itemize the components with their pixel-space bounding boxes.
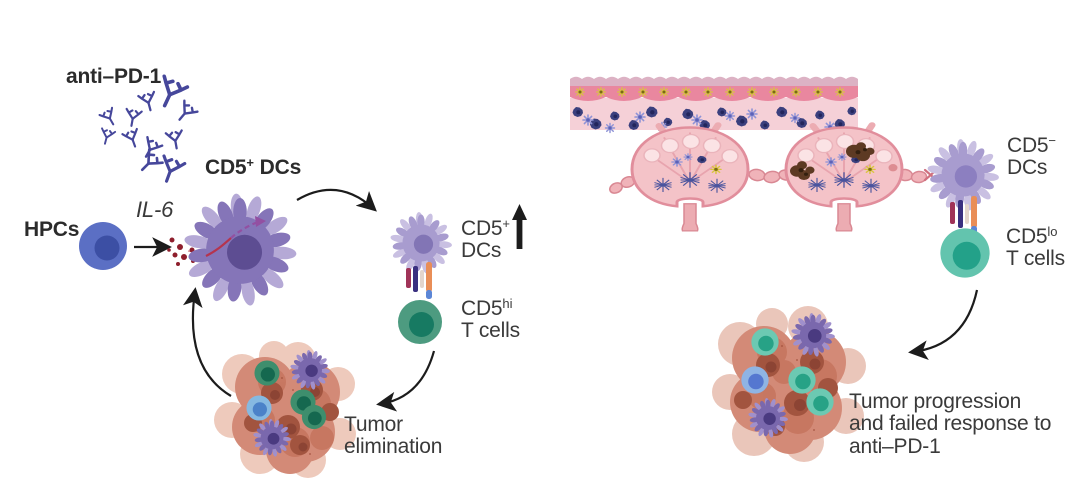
arrow-dc-to-pair [296, 188, 377, 212]
hpc-cell [79, 222, 127, 270]
tumor-elimination-caption: Tumor elimination [344, 413, 443, 459]
hpcs-label: HPCs [24, 218, 80, 241]
hpcs-text: HPCs [24, 218, 80, 241]
arrow-tumor-to-dc [182, 287, 232, 397]
tumor-progression-caption: Tumor progression and failed response to… [849, 390, 1052, 458]
cd5pos-dcs-heading: CD5+ DCs [205, 155, 302, 179]
cd5neg-dcs-caption: CD5− DCs [1007, 133, 1057, 180]
il6-text: IL-6 [136, 197, 174, 222]
tumor-eliminated [214, 341, 356, 478]
antibody-field [97, 74, 199, 187]
tumor-progressing [712, 306, 866, 462]
anti-pd1-label: anti–PD-1 [66, 65, 162, 88]
up-arrow-icon [512, 204, 527, 249]
lymph-node-1 [632, 125, 748, 231]
receptor-synapse-icon [406, 262, 432, 299]
metastasis-clumps [790, 142, 898, 181]
dc-tcell-pair-left [389, 211, 453, 344]
cd5pos-dcs-caption: CD5+ DCs [461, 216, 511, 263]
lymph-node-2 [786, 125, 902, 231]
anti-pd1-text: anti–PD-1 [66, 65, 162, 88]
cd5hi-tcells-caption: CD5hi T cells [461, 296, 520, 343]
receptor-synapse-icon [950, 196, 977, 235]
arrow-tcell-to-tumor-right [908, 289, 979, 361]
arrow-pair-to-tumor [376, 350, 436, 412]
il6-label: IL-6 [136, 198, 173, 221]
cd5pos-dc-cell [183, 193, 297, 307]
skin-tissue-strip [570, 76, 858, 134]
process-arrows [134, 188, 979, 412]
dc-tcell-pair-right [926, 138, 1000, 278]
cd5lo-tcells-caption: CD5lo T cells [1006, 224, 1065, 271]
